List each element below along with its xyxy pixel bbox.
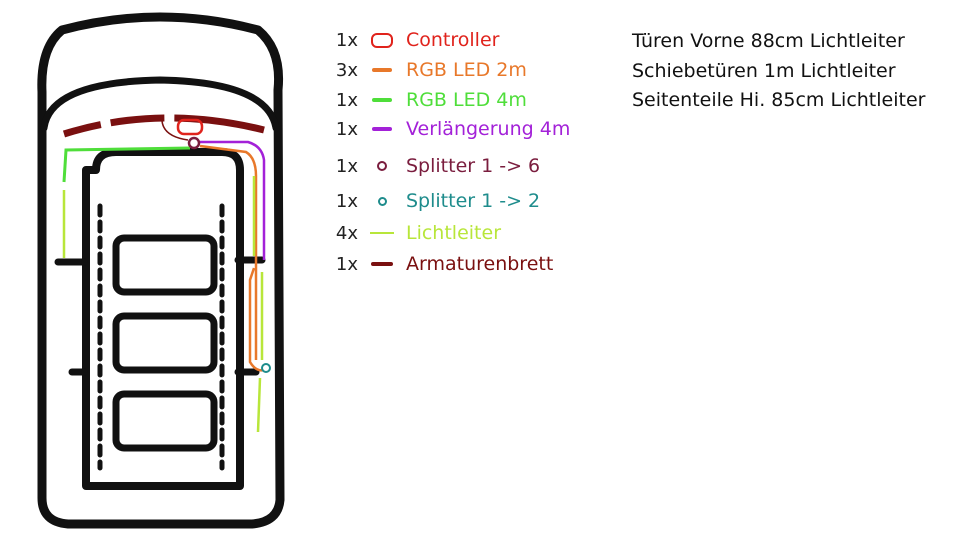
legend-label: RGB LED 2m — [406, 59, 527, 81]
length-notes: Türen Vorne 88cm Lichtleiter Schiebetüre… — [632, 27, 925, 116]
legend-label: Lichtleiter — [406, 222, 501, 244]
extension-wire — [198, 140, 266, 260]
line-swatch-icon — [358, 85, 406, 115]
legend-label: Splitter 1 -> 6 — [406, 155, 541, 177]
circle-swatch-icon — [358, 151, 406, 181]
legend-row-splitter-1-6: 1x Splitter 1 -> 6 — [326, 151, 540, 181]
note-front-doors: Türen Vorne 88cm Lichtleiter — [632, 30, 905, 52]
legend-label: Splitter 1 -> 2 — [406, 190, 541, 212]
legend-qty: 1x — [335, 118, 358, 140]
line-swatch-icon — [358, 114, 406, 144]
window-2 — [112, 312, 218, 374]
legend-row-splitter-1-2: 1x Splitter 1 -> 2 — [326, 186, 540, 216]
legend-row-rgb-led-2m: 3x RGB LED 2m — [326, 55, 527, 85]
line-swatch-icon — [358, 55, 406, 85]
legend-label: Verlängerung 4m — [406, 118, 571, 140]
line-swatch-icon — [358, 249, 406, 279]
splitter-1-2-icon — [261, 363, 271, 373]
legend-row-controller: 1x Controller — [326, 25, 500, 55]
legend-label: Controller — [406, 29, 500, 51]
legend-qty: 3x — [335, 59, 358, 81]
rgb-led-4m-strip — [62, 146, 191, 183]
controller-pill-icon — [358, 25, 406, 55]
legend-row-extension: 1x Verlängerung 4m — [326, 114, 570, 144]
legend-qty: 1x — [335, 155, 358, 177]
legend-row-light-guide: 4x Lichtleiter — [326, 218, 501, 248]
window-3 — [112, 390, 218, 452]
van-body-outline — [37, 12, 285, 529]
legend-label: Armaturenbrett — [406, 253, 554, 275]
roof-outline — [82, 148, 244, 490]
splitter-1-6-icon — [187, 136, 201, 150]
van-diagram — [37, 12, 285, 529]
thin-line-swatch-icon — [358, 218, 406, 248]
legend-qty: 4x — [335, 222, 358, 244]
controller-icon — [176, 118, 204, 136]
note-sliding-doors: Schiebetüren 1m Lichtleiter — [632, 59, 896, 82]
legend-qty: 1x — [335, 29, 358, 51]
circle-swatch-icon — [358, 186, 406, 216]
legend-row-rgb-led-4m: 1x RGB LED 4m — [326, 85, 527, 115]
legend-row-dashboard: 1x Armaturenbrett — [326, 249, 553, 279]
legend-qty: 1x — [335, 89, 358, 111]
legend-label: RGB LED 4m — [406, 89, 527, 111]
legend-qty: 1x — [335, 253, 358, 275]
legend-qty: 1x — [335, 190, 358, 212]
windshield-arc — [40, 76, 280, 132]
note-rear-side-panels: Seitenteile Hi. 85cm Lichtleiter — [632, 89, 926, 111]
light-guide-rear — [256, 377, 262, 433]
window-1 — [112, 234, 218, 296]
